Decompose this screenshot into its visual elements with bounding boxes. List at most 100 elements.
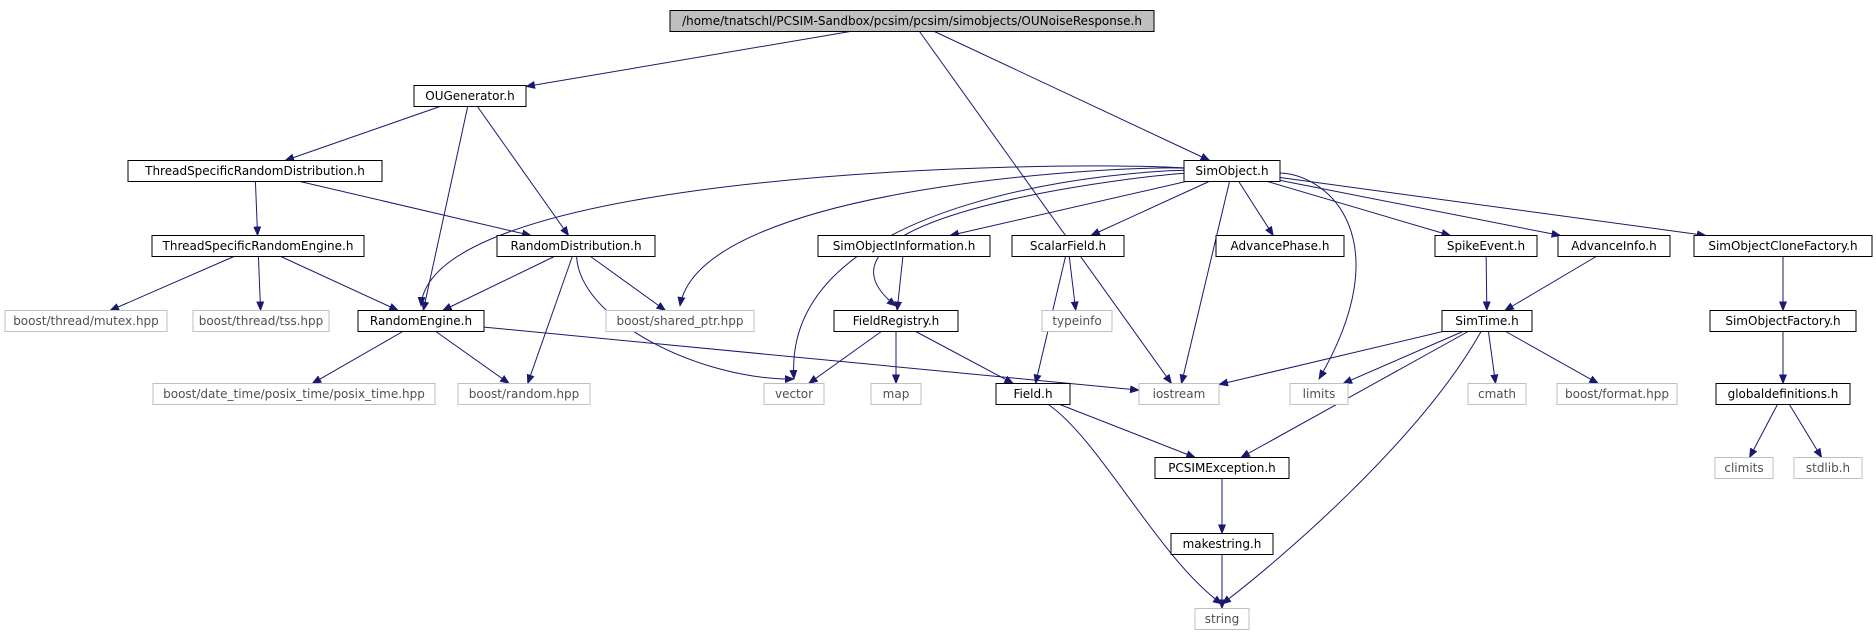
node-label: cmath bbox=[1478, 387, 1516, 401]
node-box bbox=[151, 235, 365, 257]
edge-randomdist-to-boostrandom bbox=[526, 256, 573, 385]
node-label: limits bbox=[1303, 387, 1336, 401]
node-typeinfo: typeinfo bbox=[1041, 310, 1113, 332]
node-box bbox=[605, 310, 755, 332]
node-label: boost/thread/tss.hpp bbox=[199, 314, 324, 328]
node-box bbox=[1793, 457, 1863, 479]
node-label: iostream bbox=[1153, 387, 1206, 401]
node-box bbox=[1011, 235, 1125, 257]
node-box bbox=[1556, 383, 1678, 405]
node-box bbox=[763, 383, 825, 405]
node-box bbox=[1183, 160, 1281, 182]
node-randomengine[interactable]: RandomEngine.h bbox=[357, 310, 485, 332]
edge-ougenerator-to-randomdist bbox=[477, 106, 570, 237]
edge-tsre-to-randomengine bbox=[280, 256, 400, 311]
edge-globaldefs-to-stdlib bbox=[1788, 404, 1823, 459]
node-format: boost/format.hpp bbox=[1556, 383, 1678, 405]
node-box bbox=[1041, 310, 1113, 332]
node-label: boost/shared_ptr.hpp bbox=[617, 314, 744, 328]
node-label: AdvancePhase.h bbox=[1231, 239, 1330, 253]
node-iostream: iostream bbox=[1138, 383, 1220, 405]
node-posixtime: boost/date_time/posix_time/posix_time.hp… bbox=[152, 383, 436, 405]
node-label: SimObjectInformation.h bbox=[833, 239, 976, 253]
node-simobject[interactable]: SimObject.h bbox=[1183, 160, 1281, 182]
edge-root-to-iostream bbox=[919, 31, 1173, 385]
edge-simobject-to-sharedptr bbox=[677, 167, 1185, 307]
node-box bbox=[1467, 383, 1527, 405]
edge-randomengine-to-iostream bbox=[483, 326, 1140, 394]
edge-randomdist-to-vector bbox=[576, 256, 795, 384]
edge-simobject-to-spikeevent bbox=[1267, 181, 1452, 237]
edge-fieldregistry-to-field bbox=[915, 331, 1015, 384]
node-pcsimexception[interactable]: PCSIMException.h bbox=[1154, 457, 1290, 479]
edge-simobject-to-clonefactory bbox=[1279, 177, 1707, 239]
node-root[interactable]: /home/tnatschl/PCSIM-Sandbox/pcsim/pcsim… bbox=[669, 10, 1155, 32]
node-advancephase[interactable]: AdvancePhase.h bbox=[1215, 235, 1345, 257]
node-label: typeinfo bbox=[1052, 314, 1101, 328]
node-box bbox=[1441, 310, 1533, 332]
node-tsrd[interactable]: ThreadSpecificRandomDistribution.h bbox=[127, 160, 383, 182]
dependency-edges bbox=[109, 31, 1823, 610]
node-tsre[interactable]: ThreadSpecificRandomEngine.h bbox=[151, 235, 365, 257]
node-box bbox=[1170, 533, 1274, 555]
node-advanceinfo[interactable]: AdvanceInfo.h bbox=[1557, 235, 1671, 257]
node-fieldregistry[interactable]: FieldRegistry.h bbox=[833, 310, 959, 332]
edge-ougenerator-to-randomengine bbox=[421, 106, 469, 312]
node-label: /home/tnatschl/PCSIM-Sandbox/pcsim/pcsim… bbox=[682, 14, 1142, 28]
node-label: ThreadSpecificRandomDistribution.h bbox=[144, 164, 365, 178]
edge-randomdist-to-sharedptr bbox=[590, 256, 667, 312]
edge-simobject-to-simobjinfo bbox=[948, 181, 1187, 238]
node-simtime[interactable]: SimTime.h bbox=[1441, 310, 1533, 332]
node-label: boost/format.hpp bbox=[1565, 387, 1669, 401]
edge-advanceinfo-to-simtime bbox=[1503, 256, 1597, 312]
edge-simtime-to-string bbox=[1221, 331, 1482, 605]
edge-tsre-to-mutex bbox=[109, 256, 235, 311]
node-sharedptr: boost/shared_ptr.hpp bbox=[605, 310, 755, 332]
node-label: stdlib.h bbox=[1806, 461, 1850, 475]
edge-field-to-pcsimexception bbox=[1059, 404, 1197, 458]
node-box bbox=[1715, 383, 1851, 405]
node-simobjinfo[interactable]: SimObjectInformation.h bbox=[817, 235, 991, 257]
edge-simobject-to-scalarfield bbox=[1090, 181, 1210, 236]
node-label: climits bbox=[1724, 461, 1763, 475]
node-label: AdvanceInfo.h bbox=[1571, 239, 1657, 253]
node-ougenerator[interactable]: OUGenerator.h bbox=[413, 85, 527, 107]
node-label: globaldefinitions.h bbox=[1728, 387, 1839, 401]
edge-randomengine-to-posixtime bbox=[311, 331, 403, 384]
edge-field-to-string bbox=[1048, 404, 1223, 605]
node-box bbox=[496, 235, 656, 257]
edge-scalarfield-to-typeinfo bbox=[1068, 256, 1079, 312]
node-randomdist[interactable]: RandomDistribution.h bbox=[496, 235, 656, 257]
node-box bbox=[1154, 457, 1290, 479]
node-globaldefs[interactable]: globaldefinitions.h bbox=[1715, 383, 1851, 405]
node-box bbox=[357, 310, 485, 332]
node-field[interactable]: Field.h bbox=[995, 383, 1071, 405]
node-box bbox=[413, 85, 527, 107]
node-vector: vector bbox=[763, 383, 825, 405]
node-cmath: cmath bbox=[1467, 383, 1527, 405]
node-label: PCSIMException.h bbox=[1168, 461, 1276, 475]
node-objfactory[interactable]: SimObjectFactory.h bbox=[1709, 310, 1857, 332]
node-label: SimObject.h bbox=[1195, 164, 1268, 178]
edge-simobject-to-iostream bbox=[1179, 181, 1230, 385]
edge-simtime-to-pcsimexception bbox=[1240, 331, 1469, 458]
node-box bbox=[1557, 235, 1671, 257]
edge-globaldefs-to-climits bbox=[1749, 404, 1778, 459]
edge-ougenerator-to-tsrd bbox=[284, 106, 441, 162]
edge-simobject-to-advanceinfo bbox=[1279, 179, 1562, 238]
edge-simobjinfo-to-fieldregistry bbox=[894, 256, 904, 312]
edge-fieldregistry-to-vector bbox=[807, 331, 882, 385]
node-label: Field.h bbox=[1013, 387, 1052, 401]
node-makestring[interactable]: makestring.h bbox=[1170, 533, 1274, 555]
node-label: SimObjectCloneFactory.h bbox=[1708, 239, 1857, 253]
node-map: map bbox=[870, 383, 922, 405]
edge-simtime-to-format bbox=[1505, 331, 1600, 384]
node-spikeevent[interactable]: SpikeEvent.h bbox=[1434, 235, 1538, 257]
node-clonefactory[interactable]: SimObjectCloneFactory.h bbox=[1693, 235, 1873, 257]
node-label: RandomEngine.h bbox=[370, 314, 472, 328]
node-box bbox=[870, 383, 922, 405]
edge-simtime-to-cmath bbox=[1487, 331, 1499, 385]
node-scalarfield[interactable]: ScalarField.h bbox=[1011, 235, 1125, 257]
node-box bbox=[127, 160, 383, 182]
